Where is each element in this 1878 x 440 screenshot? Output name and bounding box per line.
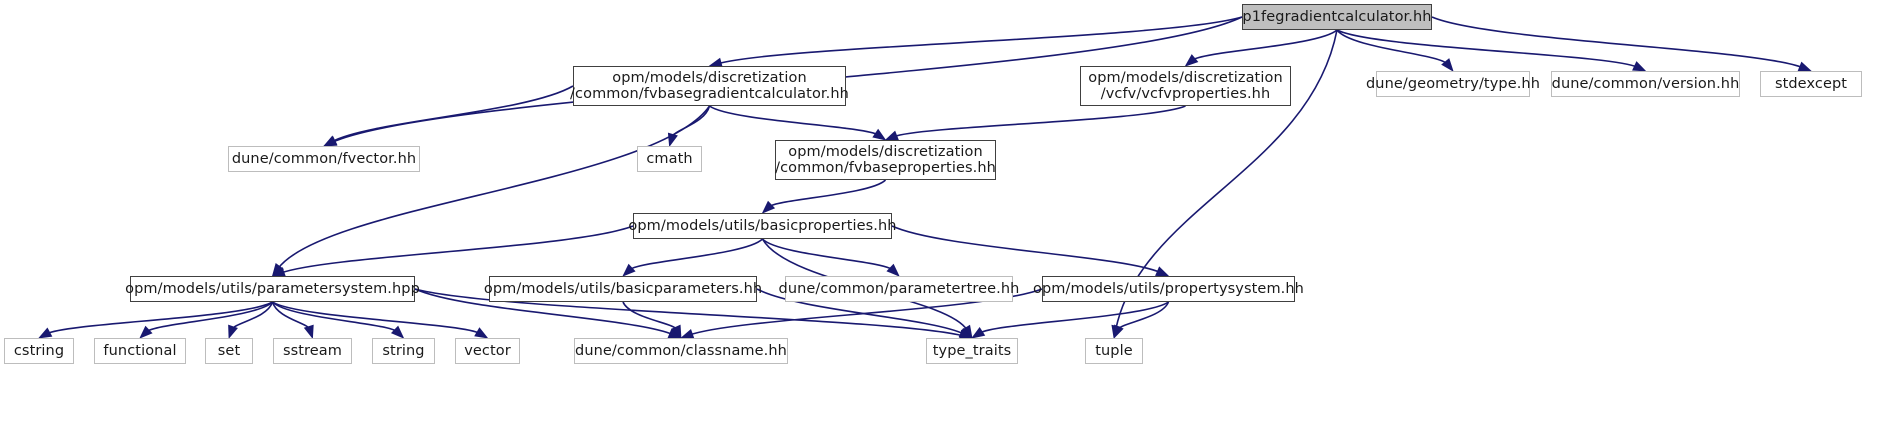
graph-arrowhead-basicprops-to-basicparams: [622, 263, 636, 277]
graph-edge-basicprops-to-paramsystem: [280, 225, 634, 274]
graph-arrowhead-fvbaseprops-to-basicprops: [761, 200, 776, 214]
graph-edge-root-to-geotype: [1336, 29, 1448, 65]
graph-arrowhead-basicprops-to-propsystem: [1155, 266, 1170, 277]
graph-arrowhead-root-to-version: [1632, 61, 1647, 72]
graph-edge-basicprops-to-paramtree: [761, 238, 894, 271]
graph-node-root[interactable]: p1fegradientcalculator.hh: [1242, 4, 1432, 30]
graph-arrowhead-vcfvprops-to-fvbaseprops: [884, 130, 899, 141]
graph-edge-root-to-fvbasegrad: [717, 16, 1243, 65]
graph-node-geotype[interactable]: dune/geometry/type.hh: [1366, 71, 1540, 97]
graph-edge-paramsystem-to-classname: [414, 288, 674, 336]
graph-node-basicprops[interactable]: opm/models/utils/basicproperties.hh: [628, 213, 896, 239]
graph-node-string[interactable]: string: [372, 338, 435, 364]
graph-edge-paramsystem-to-vector: [272, 301, 481, 335]
graph-node-tuple[interactable]: tuple: [1085, 338, 1143, 364]
graph-edge-fvbaseprops-to-basicprops: [768, 179, 887, 208]
graph-node-fvbasegrad[interactable]: opm/models/discretization /common/fvbase…: [570, 66, 849, 106]
graph-arrowhead-paramsystem-to-sstream: [303, 324, 314, 340]
graph-edge-vcfvprops-to-fvbaseprops: [893, 105, 1186, 138]
graph-arrowhead-basicparams-to-typetraits: [958, 327, 974, 339]
graph-arrowhead-basicprops-to-paramtree: [886, 263, 900, 277]
graph-node-functional[interactable]: functional: [94, 338, 186, 364]
graph-node-cstring[interactable]: cstring: [4, 338, 74, 364]
graph-arrowhead-paramsystem-to-functional: [139, 325, 153, 339]
graph-node-cmath[interactable]: cmath: [637, 146, 702, 172]
graph-edge-root-to-version: [1336, 29, 1638, 68]
graph-edge-propsystem-to-typetraits: [979, 301, 1169, 334]
graph-arrowhead-paramsystem-to-string: [390, 325, 405, 339]
graph-arrowhead-basicparams-to-classname: [671, 324, 682, 340]
graph-node-classname[interactable]: dune/common/classname.hh: [574, 338, 788, 364]
graph-node-vector[interactable]: vector: [455, 338, 520, 364]
graph-arrowhead-root-to-vcfvprops: [1184, 54, 1199, 67]
graph-node-version[interactable]: dune/common/version.hh: [1551, 71, 1740, 97]
graph-edge-paramsystem-to-cstring: [46, 301, 273, 335]
graph-edge-paramsystem-to-functional: [145, 301, 274, 333]
graph-arrowhead-paramsystem-to-vector: [474, 327, 489, 339]
graph-arrowhead-fvbasegrad-to-fvbaseprops: [872, 128, 887, 141]
graph-arrowhead-propsystem-to-tuple: [1113, 324, 1124, 340]
graph-edge-fvbasegrad-to-fvector: [331, 85, 574, 143]
graph-edge-root-to-vcfvprops: [1191, 29, 1338, 61]
graph-arrowhead-root-to-stdexcept: [1797, 61, 1813, 72]
graph-arrowhead-paramsystem-to-cstring: [38, 327, 53, 339]
graph-edge-basicprops-to-basicparams: [629, 238, 764, 271]
graph-node-set[interactable]: set: [205, 338, 253, 364]
graph-arrowhead-fvbasegrad-to-fvector: [323, 135, 338, 147]
graph-edge-basicparams-to-classname: [622, 301, 678, 331]
graph-arrowhead-root-to-geotype: [1441, 58, 1454, 72]
graph-edge-paramsystem-to-string: [271, 301, 398, 333]
graph-node-vcfvprops[interactable]: opm/models/discretization /vcfv/vcfvprop…: [1080, 66, 1291, 106]
graph-node-fvector[interactable]: dune/common/fvector.hh: [228, 146, 420, 172]
graph-node-stdexcept[interactable]: stdexcept: [1760, 71, 1862, 97]
graph-node-sstream[interactable]: sstream: [273, 338, 352, 364]
graph-edge-root-to-stdexcept: [1431, 16, 1803, 69]
graph-edge-basicprops-to-propsystem: [891, 225, 1161, 274]
graph-node-typetraits[interactable]: type_traits: [926, 338, 1018, 364]
graph-node-fvbaseprops[interactable]: opm/models/discretization /common/fvbase…: [775, 140, 996, 180]
graph-arrowhead-propsystem-to-typetraits: [971, 326, 986, 339]
graph-node-paramtree[interactable]: dune/common/parametertree.hh: [779, 276, 1019, 302]
graph-edge-fvbasegrad-to-paramsystem: [277, 105, 711, 270]
graph-node-basicparams[interactable]: opm/models/utils/basicparameters.hh: [484, 276, 762, 302]
graph-arrowhead-paramsystem-to-set: [228, 324, 238, 340]
graph-edge-fvbasegrad-to-fvbaseprops: [709, 105, 879, 136]
graph-node-propsystem[interactable]: opm/models/utils/propertysystem.hh: [1033, 276, 1304, 302]
graph-edge-paramsystem-to-typetraits: [414, 288, 964, 337]
graph-node-paramsystem[interactable]: opm/models/utils/parametersystem.hpp: [125, 276, 420, 302]
